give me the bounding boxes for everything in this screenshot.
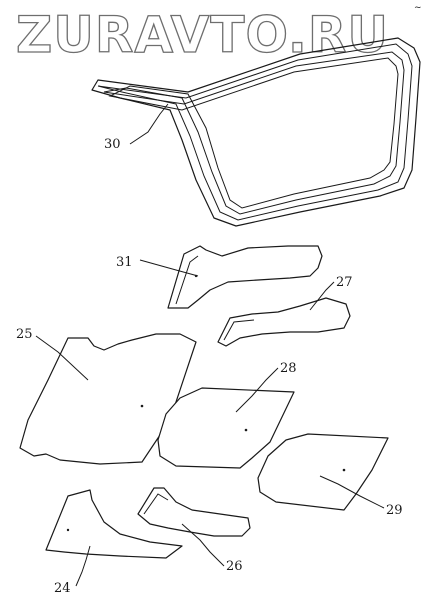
- callout-27: 27: [336, 275, 353, 290]
- callout-24: 24: [54, 581, 71, 596]
- callout-30: 30: [104, 137, 121, 152]
- part-30-trunk-seal: [91, 37, 421, 227]
- callout-labels: 30 31 27 25 28 29 26 24: [16, 137, 403, 596]
- watermark-logo: ZURAVTO.RU: [16, 6, 389, 64]
- part-26-trim-strip: [137, 487, 251, 537]
- part-29-rounded-panel: [257, 433, 389, 511]
- part-28-rounded-panel: [157, 387, 295, 469]
- callout-26: 26: [226, 559, 243, 574]
- part-24-trim-panel: [45, 489, 183, 559]
- callout-29: 29: [386, 503, 403, 518]
- part-27-trim-panel: [217, 297, 351, 347]
- callout-25: 25: [16, 327, 33, 342]
- part-31-trim-panel: [167, 245, 323, 309]
- leader-lines: [35, 103, 385, 587]
- corner-mark: ~: [414, 3, 422, 13]
- callout-28: 28: [280, 361, 297, 376]
- callout-31: 31: [116, 255, 133, 270]
